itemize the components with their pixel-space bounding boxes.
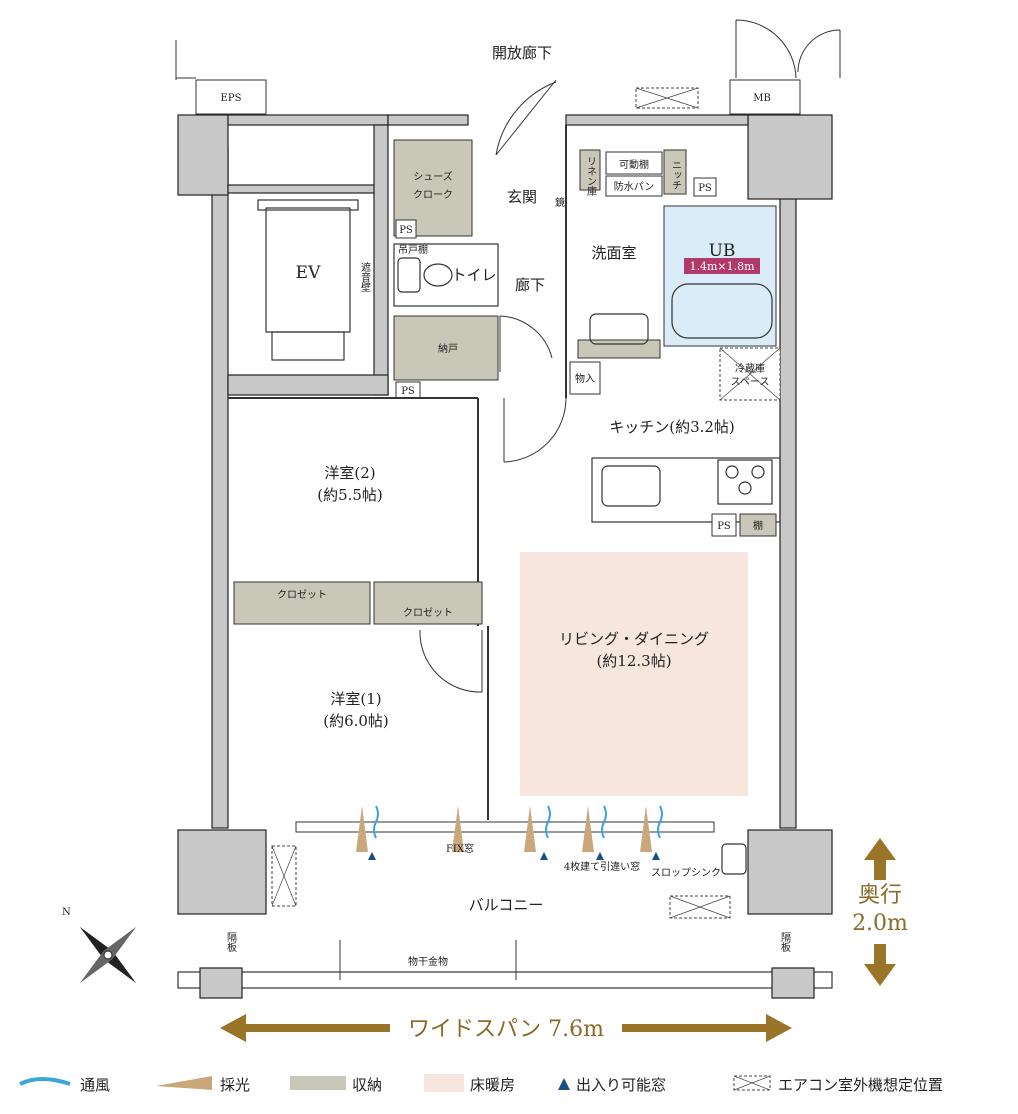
svg-text:クロゼット: クロゼット [277, 589, 327, 601]
mb-label: MB [753, 93, 771, 104]
window-frame [295, 821, 715, 833]
legend-floor-heating-icon [424, 1074, 464, 1092]
legend-ac-unit-label: エアコン室外機想定位置 [778, 1076, 943, 1094]
svg-text:ニッチ: ニッチ [670, 160, 681, 190]
legend-storage-icon [290, 1076, 346, 1090]
closet-2 [373, 581, 483, 625]
legend-floor-heating-label: 床暖房 [470, 1076, 515, 1094]
kitchen-counter [591, 457, 781, 523]
hallway-label: 廊下 [515, 276, 545, 294]
ps-box-4 [711, 513, 737, 537]
western2-label: 洋室(2) [324, 464, 375, 482]
niche [663, 149, 687, 195]
door-window-markers [368, 852, 660, 860]
bathtub [671, 283, 773, 339]
washroom-label: 洗面室 [591, 244, 636, 262]
soundproof-wall-label: 遮音壁 [359, 261, 371, 292]
slop-sink [721, 843, 747, 875]
svg-text:冷蔵庫: 冷蔵庫 [735, 362, 765, 375]
ps-box-1 [395, 219, 417, 239]
outer-walls [177, 114, 833, 915]
legend-light-icon [156, 1076, 212, 1090]
hanging-shelf-label: 吊戸棚 [398, 243, 428, 256]
western1-size: (約6.0帖) [323, 712, 389, 730]
legend-storage-label: 収納 [352, 1076, 382, 1094]
svg-text:PS: PS [698, 183, 712, 194]
entrance-door[interactable] [495, 79, 557, 156]
partition-left-label: 隔板 [225, 932, 237, 953]
living-size: (約12.3帖) [596, 652, 671, 670]
legend: 通風 採光 収納 床暖房 出入り可能窓 エアコン室外機想定位置 [19, 1074, 943, 1094]
balcony-railing [177, 971, 833, 989]
closet-1 [233, 581, 371, 625]
light-markers [356, 806, 652, 852]
kitchen-label: キッチン(約3.2帖) [609, 418, 735, 436]
movable-shelf [605, 151, 663, 175]
svg-text:リネン庫: リネン庫 [585, 156, 597, 197]
wide-span-dimension: ワイドスパン 7.6m [220, 1014, 792, 1042]
toilet-room [393, 243, 499, 307]
mirror-label: 鏡 [555, 196, 565, 209]
living-label: リビング・ダイニング [559, 630, 709, 648]
cooktop [717, 459, 773, 505]
wide-span-label: ワイドスパン 7.6m [408, 1017, 604, 1042]
depth-dimension: 奥行 2.0m [852, 838, 908, 986]
slop-sink-label: スロップシンク [651, 867, 721, 879]
waterproof-pan [605, 175, 663, 197]
legend-ventilation-icon [19, 1077, 71, 1086]
svg-text:クロゼット: クロゼット [403, 607, 453, 619]
toilet-label: トイレ [451, 266, 496, 284]
corridor-label: 開放廊下 [492, 44, 552, 62]
western1-label: 洋室(1) [330, 690, 381, 708]
western2-size: (約5.5帖) [317, 486, 383, 504]
kitchen-shelf [739, 513, 777, 537]
linen-storage [579, 149, 601, 191]
elevator: EV 遮音壁 [257, 199, 371, 361]
svg-text:物入: 物入 [575, 372, 595, 385]
legend-door-window-icon [558, 1078, 570, 1090]
storage-small [569, 361, 601, 395]
unit-bath [663, 205, 777, 347]
shoes-cloak-label-1: シューズ [413, 170, 453, 183]
fix-window-label: FIX窓 [446, 842, 474, 855]
balcony-label: バルコニー [469, 896, 544, 914]
svg-text:スペース: スペース [731, 377, 770, 388]
wash-basin [589, 313, 649, 345]
depth-label: 奥行 [858, 883, 902, 908]
compass-north-label: N [62, 907, 71, 918]
partition-right-label: 隔板 [779, 932, 791, 953]
shoes-cloak-label-2: クローク [413, 189, 453, 201]
svg-text:PS: PS [401, 386, 415, 397]
eps-box [195, 79, 267, 115]
eps-label: EPS [221, 93, 242, 104]
laundry-hanger-label: 物干金物 [408, 955, 448, 968]
svg-text:防水パン: 防水パン [614, 180, 655, 193]
nando-label: 納戸 [438, 342, 458, 355]
svg-text:可動棚: 可動棚 [619, 158, 649, 171]
mb-box [729, 79, 801, 115]
svg-text:棚: 棚 [753, 519, 763, 532]
ventilation-markers [373, 805, 663, 839]
svg-text:クローク: クローク [413, 189, 453, 201]
storage-nando [393, 315, 499, 381]
svg-text:PS: PS [399, 225, 413, 236]
ub-size-badge [684, 258, 760, 274]
floor-heating-area [520, 552, 748, 796]
entrance-label: 玄関 [507, 188, 537, 206]
legend-door-window-label: 出入り可能窓 [576, 1076, 666, 1094]
ev-label: EV [296, 263, 321, 283]
depth-value: 2.0m [852, 911, 908, 936]
ps-box-3 [693, 177, 717, 197]
legend-light-label: 採光 [220, 1076, 250, 1094]
svg-text:シューズ: シューズ [413, 170, 453, 183]
ub-label: UB [709, 241, 736, 261]
svg-text:PS: PS [717, 521, 731, 532]
compass-icon: N [62, 907, 137, 984]
ub-size-label: 1.4m×1.8m [689, 260, 755, 273]
sliding-window-label: 4枚建て引違い窓 [564, 860, 640, 873]
legend-ventilation-label: 通風 [80, 1076, 110, 1094]
kitchen-sink [601, 465, 661, 507]
